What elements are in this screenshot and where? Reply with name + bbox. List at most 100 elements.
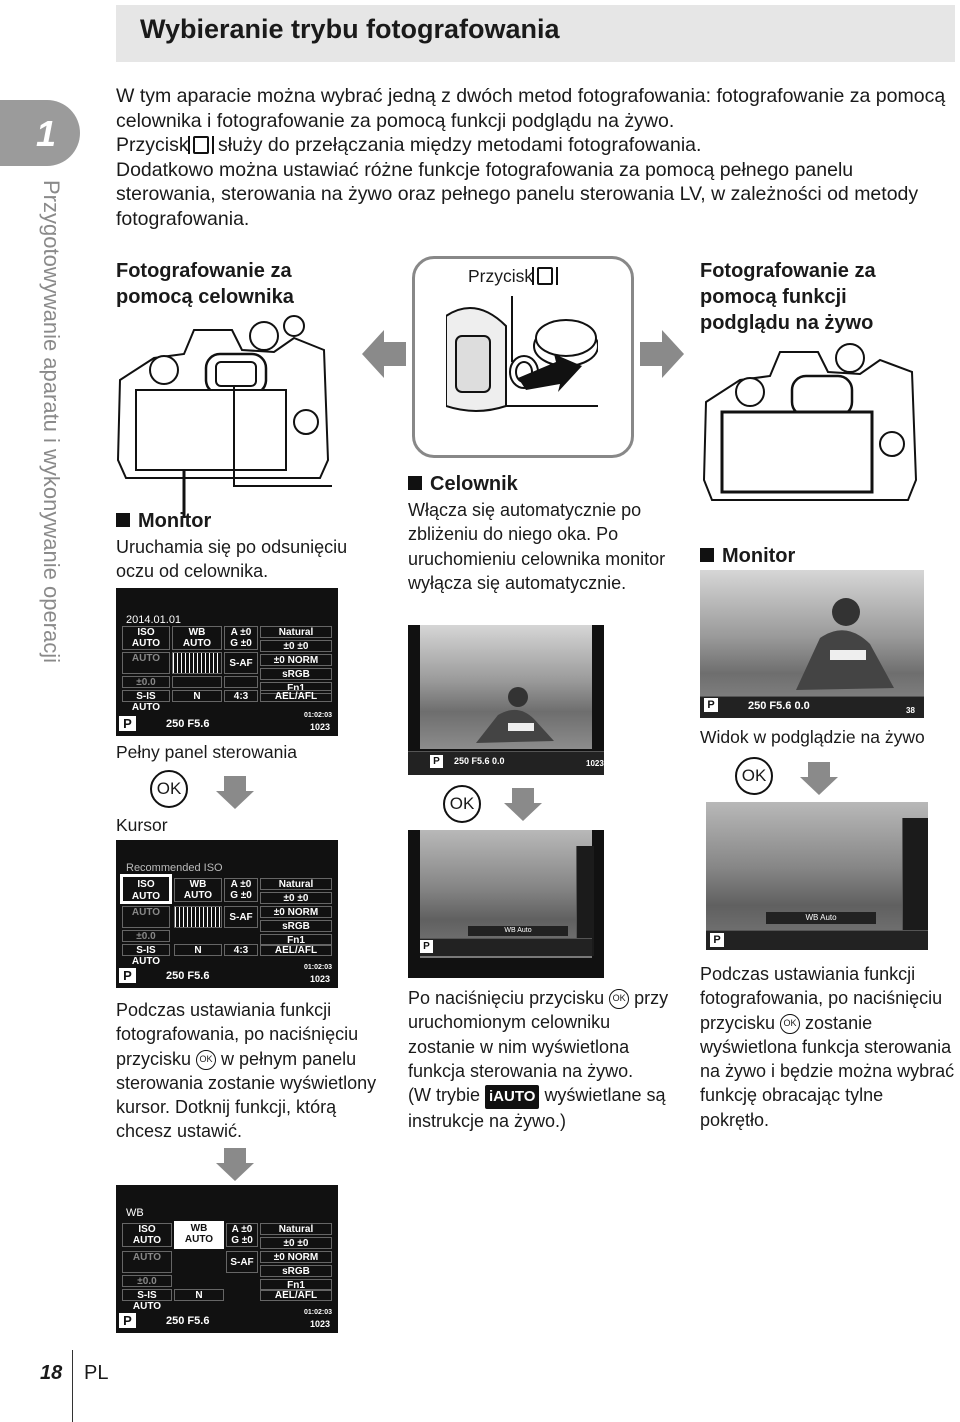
right-bullet: Monitor bbox=[700, 545, 795, 568]
ael-cell[interactable]: AEL/AFL bbox=[260, 1289, 332, 1301]
left-bullet-text: Uruchamia się po odsunięciu oczu od celo… bbox=[116, 537, 348, 582]
fn1-cell[interactable]: Fn1 bbox=[260, 682, 332, 694]
lv-button-illustration bbox=[446, 296, 598, 438]
middle-bullet-text: Włącza się automatycznie po zbliżeniu do… bbox=[408, 500, 666, 593]
title-bar bbox=[116, 5, 955, 62]
quality-cell[interactable]: N bbox=[174, 944, 222, 956]
fn1-cell[interactable]: Fn1 bbox=[260, 934, 332, 946]
right-arrow-icon bbox=[640, 330, 684, 378]
af-area-cell[interactable] bbox=[174, 906, 222, 928]
lv-subject-figure bbox=[796, 598, 894, 690]
picture-mode-cell[interactable]: Natural bbox=[260, 878, 332, 890]
page-title: Wybieranie trybu fotografowania bbox=[140, 14, 560, 44]
intro-text: W tym aparacie można wybrać jedną z dwóc… bbox=[116, 85, 946, 230]
lv-bottom-menu[interactable] bbox=[706, 930, 928, 950]
sat-norm-cell[interactable]: ±0 NORM bbox=[260, 906, 332, 918]
down-arrow-shaft-4 bbox=[808, 762, 830, 778]
down-arrow-shaft bbox=[224, 776, 246, 792]
cursor-label: Kursor bbox=[116, 815, 168, 835]
flash-cell[interactable]: AUTO bbox=[122, 1251, 172, 1273]
sat-norm-cell[interactable]: ±0 NORM bbox=[260, 654, 332, 666]
down-arrow-icon-2 bbox=[216, 1163, 254, 1181]
sharp-contrast-cell[interactable]: ±0 ±0 bbox=[260, 892, 332, 904]
srgb-cell[interactable]: sRGB bbox=[260, 668, 332, 680]
flash-comp-cell[interactable]: ±0.0 bbox=[122, 930, 170, 942]
button-callout-label: Przycisk bbox=[468, 266, 559, 287]
down-arrow-icon bbox=[216, 791, 254, 809]
lv-live-control-label: WB Auto bbox=[766, 912, 876, 924]
ok-button-icon-3: OK bbox=[735, 757, 773, 795]
af-area-cell[interactable] bbox=[172, 652, 222, 674]
subject-figure bbox=[476, 687, 554, 743]
ok-button-icon: OK bbox=[150, 770, 188, 808]
quality-cell[interactable]: N bbox=[172, 690, 222, 702]
page-number: 18 bbox=[40, 1362, 63, 1384]
sis-cell[interactable]: S-IS AUTO bbox=[122, 944, 170, 967]
picture-mode-cell[interactable]: Natural bbox=[260, 1223, 332, 1235]
quality-cell[interactable]: N bbox=[174, 1289, 224, 1301]
sis-cell[interactable]: S-IS AUTO bbox=[122, 1289, 172, 1312]
live-control-side-menu[interactable] bbox=[576, 846, 594, 956]
af-mode-cell[interactable]: S-AF bbox=[226, 1251, 258, 1273]
fn1-cell[interactable]: Fn1 bbox=[260, 1279, 332, 1291]
drive-cell[interactable] bbox=[172, 676, 222, 688]
srgb-cell[interactable]: sRGB bbox=[260, 920, 332, 932]
lv-button-icon bbox=[532, 267, 559, 285]
down-arrow-icon-4 bbox=[800, 777, 838, 795]
sharp-contrast-cell[interactable]: ±0 ±0 bbox=[260, 1237, 332, 1249]
flash-comp-cell[interactable]: ±0.0 bbox=[122, 1275, 172, 1287]
middle-description: Po naciśnięciu przycisku OK przy uruchom… bbox=[408, 988, 669, 1132]
left-heading: Fotografowanie za pomocą celownika bbox=[116, 260, 294, 308]
right-heading: Fotografowanie za pomocą funkcji podgląd… bbox=[700, 260, 876, 334]
lv-side-menu[interactable] bbox=[902, 818, 928, 930]
chapter-number: 1 bbox=[36, 113, 57, 154]
sat-norm-cell[interactable]: ±0 NORM bbox=[260, 1251, 332, 1263]
panel-caption: Pełny panel sterowania bbox=[116, 742, 297, 762]
ok-button-icon-2: OK bbox=[443, 785, 481, 823]
camera-back-lv-illustration bbox=[702, 343, 918, 501]
camera-back-illustration bbox=[116, 315, 332, 518]
chapter-side-label: Przygotowywanie aparatu i wykonywanie op… bbox=[39, 180, 64, 664]
sharp-contrast-cell[interactable]: ±0 ±0 bbox=[260, 640, 332, 652]
ael-cell[interactable]: AEL/AFL bbox=[260, 690, 332, 702]
af-mode-cell[interactable]: S-AF bbox=[224, 906, 258, 928]
page-language: PL bbox=[84, 1362, 109, 1384]
iauto-badge: iAUTO bbox=[485, 1085, 540, 1110]
right-caption: Widok w podglądzie na żywo bbox=[700, 727, 925, 747]
live-control-label: WB Auto bbox=[468, 926, 568, 936]
down-arrow-icon-3 bbox=[504, 803, 542, 821]
aspect-cell[interactable]: 4:3 bbox=[224, 944, 258, 956]
ael-cell[interactable]: AEL/AFL bbox=[260, 944, 332, 956]
lv-button-icon bbox=[187, 136, 214, 154]
left-arrow-icon bbox=[362, 330, 406, 378]
af-mode-cell[interactable]: S-AF bbox=[224, 652, 258, 674]
right-description: Podczas ustawiania funkcji fotografowani… bbox=[700, 964, 955, 1130]
chapter-tab bbox=[0, 100, 80, 166]
sis-cell[interactable]: S-IS AUTO bbox=[122, 690, 170, 713]
flash-cell[interactable]: AUTO bbox=[122, 906, 170, 928]
aspect-cell[interactable]: 4:3 bbox=[224, 690, 258, 702]
down-arrow-shaft-3 bbox=[512, 788, 534, 804]
down-arrow-shaft-2 bbox=[224, 1148, 246, 1164]
viewfinder-view: P 250 F5.6 0.0 1023 bbox=[408, 625, 604, 775]
metering-cell[interactable] bbox=[224, 676, 258, 688]
live-control-bottom-menu[interactable] bbox=[420, 938, 592, 956]
flash-cell[interactable]: AUTO bbox=[122, 652, 170, 674]
left-bullet: Monitor bbox=[116, 510, 211, 533]
picture-mode-cell[interactable]: Natural bbox=[260, 626, 332, 638]
flash-comp-cell[interactable]: ±0.0 bbox=[122, 676, 170, 688]
live-view-live-control: WB Auto P bbox=[706, 802, 928, 950]
srgb-cell[interactable]: sRGB bbox=[260, 1265, 332, 1277]
